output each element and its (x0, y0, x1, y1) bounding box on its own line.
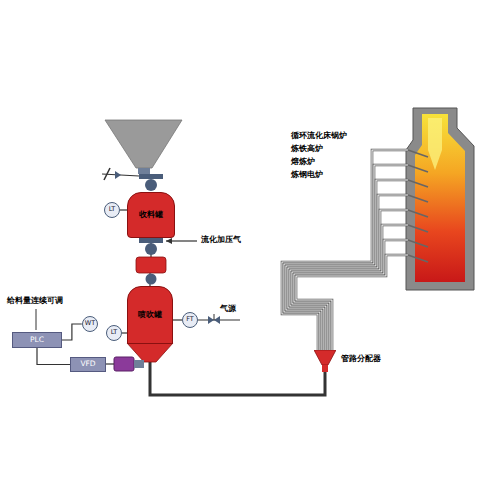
injection-tank: 喷吹罐 (127, 286, 173, 344)
funnel-shape (314, 350, 336, 372)
signal-line (173, 319, 182, 320)
feed-hopper (105, 120, 182, 168)
furnace-shell (406, 108, 474, 290)
flow-transmitter: FT (182, 312, 198, 328)
funnel-body (314, 350, 336, 365)
furnace-type: 熔炼炉 (290, 158, 316, 167)
node-label: VFD (80, 360, 95, 368)
signal-line (37, 348, 70, 365)
flange (139, 238, 163, 243)
motor-wire (106, 363, 114, 364)
receiving-tank: 收料罐 (127, 192, 175, 238)
flame-core (428, 118, 442, 170)
lance-pipe-bore (288, 195, 408, 351)
lance-pipe-bore (286, 180, 408, 351)
node-label: 收料罐 (139, 211, 163, 220)
lance-pipe (284, 165, 408, 351)
injection-lance (408, 180, 428, 187)
lance-pipe-bore (290, 210, 408, 351)
injection-lance (408, 240, 428, 247)
vfd-box: VFD (70, 357, 106, 372)
injection-lance (408, 165, 428, 172)
lance-pipe (296, 255, 408, 351)
inlet-valve (145, 179, 157, 191)
callout-label: 气源 (219, 305, 237, 314)
lance-pipe-bore (292, 225, 408, 351)
furnace-type: 炼钢电炉 (290, 171, 324, 180)
furnace-type: 炼铁高炉 (290, 145, 324, 154)
callout-label: 给料量连续可调 (6, 297, 64, 306)
injection-lance (408, 195, 428, 202)
furnace-type: 循环流化床锅炉 (290, 132, 348, 141)
lance-pipe-bore (282, 150, 408, 351)
node-label: PLC (30, 336, 44, 344)
node-label: 管路分配器 (340, 355, 382, 364)
gas-arrow (166, 238, 172, 244)
lance-pipe (282, 150, 408, 351)
lance-pipe-bore (296, 255, 408, 351)
injection-lance (408, 255, 428, 262)
funnel-outlet (322, 365, 328, 372)
motor-shaft (134, 360, 144, 368)
plc-box: PLC (12, 332, 62, 348)
node-label: 喷吹罐 (138, 311, 162, 320)
injection-lance (408, 225, 428, 232)
lance-pipe (286, 180, 408, 351)
flange (139, 174, 163, 179)
level-transmitter: LT (106, 325, 122, 341)
pipe-distributor: 管路分配器 (314, 350, 336, 372)
signal-line (62, 324, 82, 340)
node-label: LT (111, 329, 118, 336)
furnace-flame (415, 114, 465, 282)
callout-label: 流化加压气 (200, 236, 242, 245)
hand-valve-body (115, 171, 121, 179)
injection-lance (408, 210, 428, 217)
air-valve-stem (214, 314, 215, 320)
conveying-pipe (150, 344, 325, 395)
lance-pipe (294, 240, 408, 351)
level-transmitter: LT (104, 202, 120, 218)
distribution-pipes (282, 150, 428, 351)
weight-transmitter: WT (82, 316, 98, 332)
signal-line (120, 209, 127, 210)
node-label: FT (186, 316, 194, 323)
transfer-valve (145, 243, 157, 255)
lance-pipe-bore (294, 240, 408, 351)
lance-pipe (290, 210, 408, 351)
hopper-neck (138, 168, 150, 174)
transfer-valve (146, 274, 157, 285)
lance-pipe (292, 225, 408, 351)
feeder-motor (114, 357, 134, 371)
node-label: LT (109, 206, 116, 213)
lance-pipe (288, 195, 408, 351)
buffer-chamber (136, 257, 166, 273)
leader-line (36, 309, 37, 330)
injection-lance (408, 150, 428, 157)
node-label: WT (85, 320, 95, 327)
lance-pipe-bore (284, 165, 408, 351)
hand-valve-handle (104, 168, 110, 180)
